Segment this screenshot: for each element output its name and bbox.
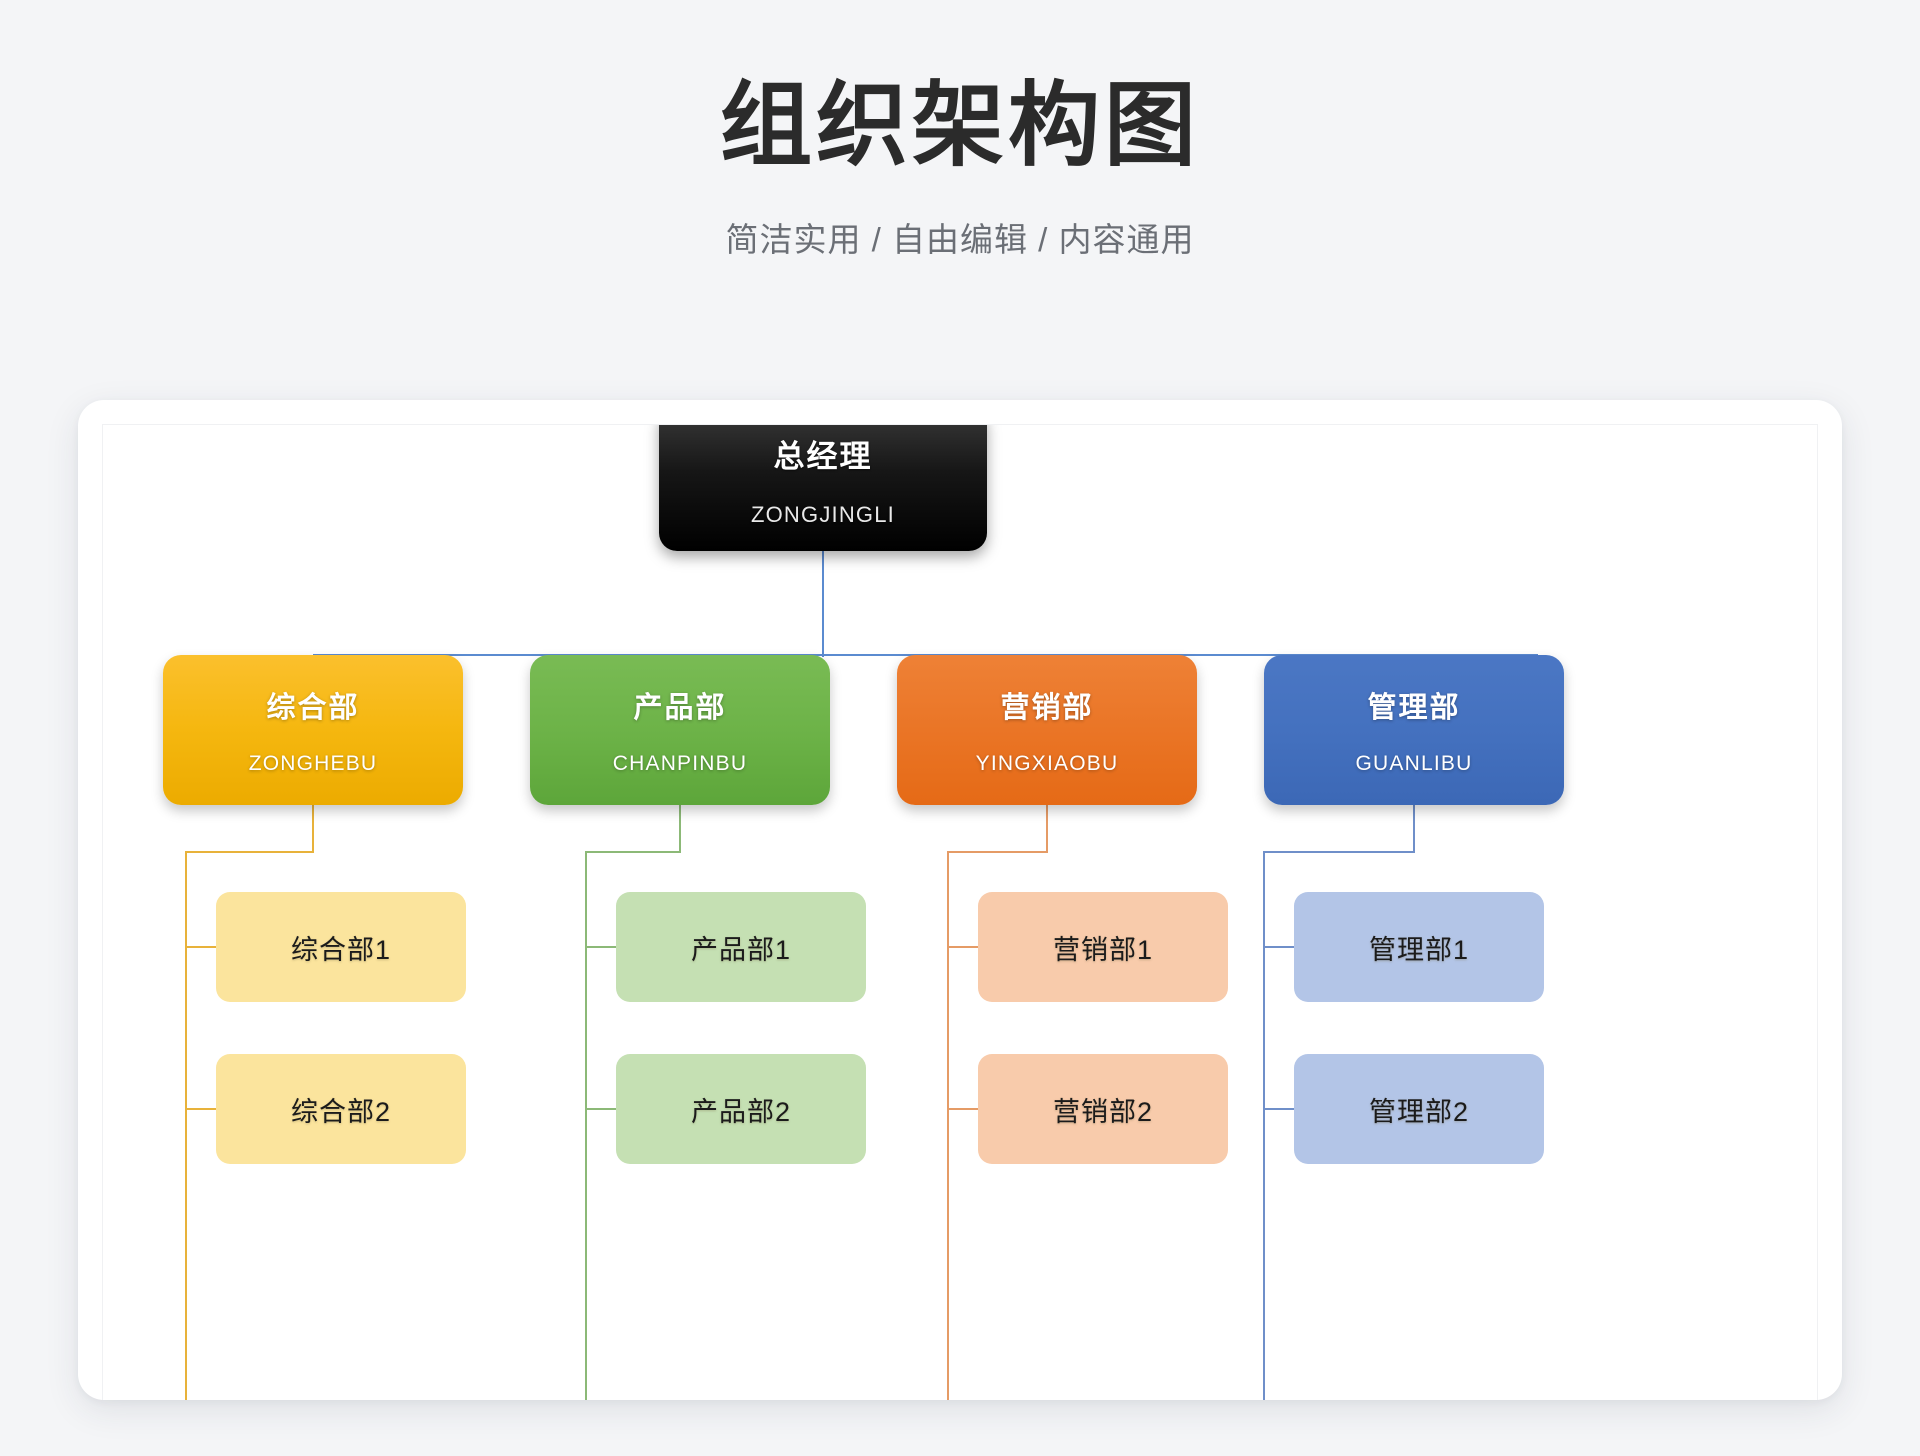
node-sub-guanlibu-2[interactable]: 管理部2 bbox=[1294, 1054, 1544, 1164]
node-department-chanpinbu[interactable]: 产品部 CHANPINBU bbox=[530, 655, 830, 805]
node-department-subtitle: GUANLIBU bbox=[1355, 752, 1473, 775]
node-department-zonghebu[interactable]: 综合部 ZONGHEBU bbox=[163, 655, 463, 805]
page-header: 组织架构图 简洁实用 / 自由编辑 / 内容通用 bbox=[0, 0, 1920, 261]
department-drop-connectors-visible bbox=[312, 655, 1415, 657]
org-chart-stage: 总经理 ZONGJINGLI 综合部 ZONGHEBU 产品部 CHANPINB… bbox=[103, 425, 1817, 1400]
node-department-title: 管理部 bbox=[1367, 692, 1461, 724]
node-sub-label: 产品部1 bbox=[690, 934, 792, 965]
trunk-connector bbox=[312, 551, 1538, 657]
node-department-title: 综合部 bbox=[266, 692, 360, 724]
node-sub-label: 产品部2 bbox=[690, 1096, 792, 1127]
node-sub-label: 营销部2 bbox=[1052, 1096, 1154, 1127]
node-sub-zonghebu-1[interactable]: 综合部1 bbox=[216, 892, 466, 1002]
node-root-title: 总经理 bbox=[773, 438, 873, 474]
node-sub-label: 综合部1 bbox=[290, 934, 392, 965]
node-department-subtitle: YINGXIAOBU bbox=[975, 752, 1119, 775]
node-department-subtitle: CHANPINBU bbox=[612, 752, 748, 775]
node-root-general-manager[interactable]: 总经理 ZONGJINGLI bbox=[659, 425, 987, 551]
node-department-yingxiaobu[interactable]: 营销部 YINGXIAOBU bbox=[897, 655, 1197, 805]
node-sub-chanpinbu-1[interactable]: 产品部1 bbox=[616, 892, 866, 1002]
node-sub-label: 管理部2 bbox=[1368, 1096, 1470, 1127]
node-sub-yingxiaobu-1[interactable]: 营销部1 bbox=[978, 892, 1228, 1002]
page-subtitle: 简洁实用 / 自由编辑 / 内容通用 bbox=[725, 220, 1195, 258]
node-department-title: 营销部 bbox=[1000, 692, 1094, 724]
node-root-subtitle: ZONGJINGLI bbox=[750, 501, 895, 527]
node-sub-zonghebu-2[interactable]: 综合部2 bbox=[216, 1054, 466, 1164]
node-sub-chanpinbu-2[interactable]: 产品部2 bbox=[616, 1054, 866, 1164]
page-title: 组织架构图 bbox=[719, 75, 1200, 177]
org-chart-card: 总经理 ZONGJINGLI 综合部 ZONGHEBU 产品部 CHANPINB… bbox=[78, 400, 1842, 1400]
org-chart-panel: 总经理 ZONGJINGLI 综合部 ZONGHEBU 产品部 CHANPINB… bbox=[102, 424, 1818, 1400]
node-sub-label: 营销部1 bbox=[1052, 934, 1154, 965]
node-sub-yingxiaobu-2[interactable]: 营销部2 bbox=[978, 1054, 1228, 1164]
node-department-guanlibu[interactable]: 管理部 GUANLIBU bbox=[1264, 655, 1564, 805]
node-sub-label: 综合部2 bbox=[290, 1096, 392, 1127]
node-sub-label: 管理部1 bbox=[1368, 934, 1470, 965]
node-department-title: 产品部 bbox=[633, 692, 727, 724]
node-sub-guanlibu-1[interactable]: 管理部1 bbox=[1294, 892, 1544, 1002]
node-department-subtitle: ZONGHEBU bbox=[248, 752, 378, 775]
